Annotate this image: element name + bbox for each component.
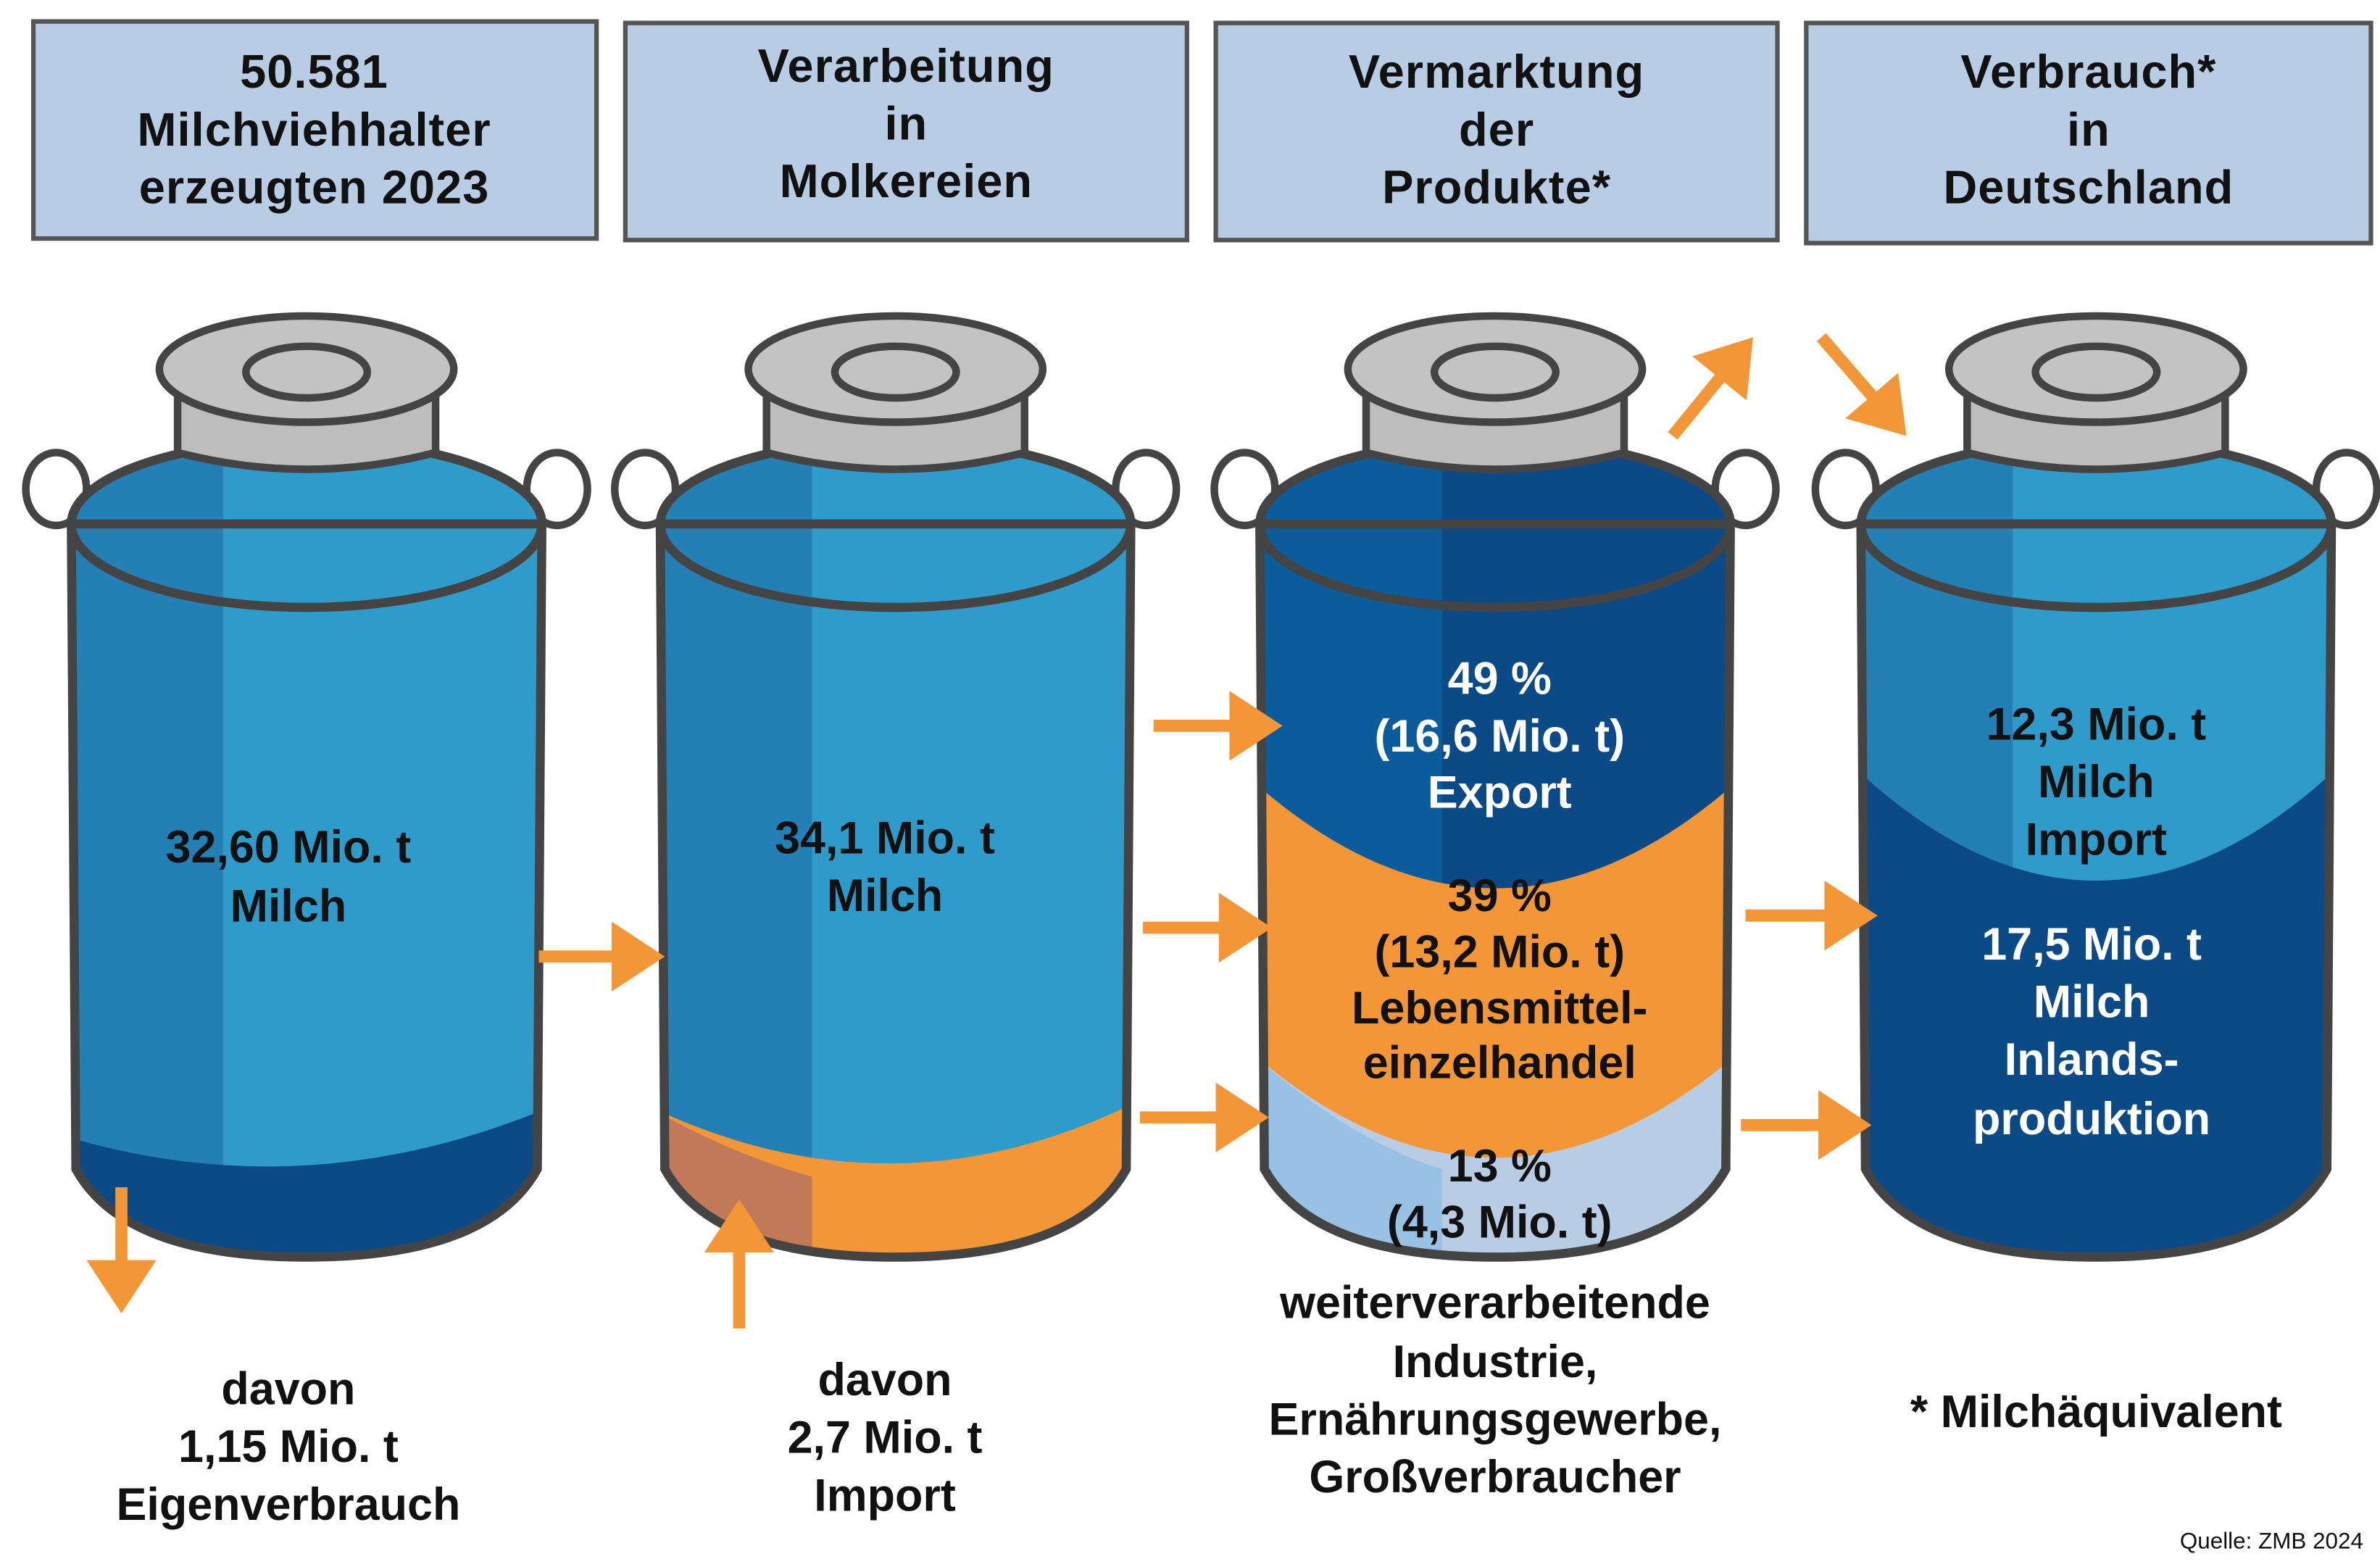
domestic-label: produktion: [1973, 1094, 2210, 1144]
arrow-to-industry-icon: [1139, 1082, 1269, 1152]
can-fill-segment: [1860, 752, 2331, 1258]
can2-amount: 34,1 Mio. t: [775, 812, 995, 863]
retail-label: Lebensmittel-: [1352, 983, 1647, 1034]
can-body: [1856, 519, 2337, 1262]
export-amount: (16,6 Mio. t): [1374, 711, 1625, 762]
arrow-to-dairies-icon: [538, 921, 665, 992]
retail-percent: 39 %: [1448, 870, 1552, 921]
can-body: [1255, 519, 1735, 1262]
can-lid-ring: [242, 342, 372, 402]
can1-amount: 32,60 Mio. t: [166, 822, 412, 873]
source-note: Quelle: ZMB 2024: [2180, 1529, 2363, 1554]
can-lid-ring: [1430, 342, 1560, 402]
header-line: Vermarktung: [1349, 45, 1644, 98]
arrow-import-in-icon: [1816, 333, 1907, 436]
arrow-to-export-icon: [1153, 691, 1283, 761]
retail-amount: (13,2 Mio. t): [1374, 926, 1625, 977]
import-note: Import: [814, 1470, 956, 1521]
header-line: der: [1459, 103, 1534, 156]
can-dairies: [610, 312, 1181, 1262]
import-label: Milch: [2038, 757, 2155, 807]
header-line: 50.581: [240, 45, 388, 98]
header-producers: 50.581 Milchviehhalter erzeugten 2023: [30, 19, 599, 241]
can2-label: Milch: [827, 870, 944, 921]
own-use-note: Eigenverbrauch: [116, 1479, 460, 1530]
can-lid-top: [155, 312, 458, 426]
header-line: Molkereien: [780, 154, 1033, 207]
can-body: [655, 519, 1136, 1262]
header-line: Produkte*: [1382, 160, 1611, 213]
arrow-to-domestic-icon: [1741, 1090, 1872, 1160]
industry-percent: 13 %: [1448, 1141, 1552, 1192]
import-amount: 12,3 Mio. t: [1986, 699, 2206, 749]
can-fill-segment: [660, 1093, 1131, 1258]
can-lid-top: [1344, 312, 1647, 426]
industry-note: Ernährungsgewerbe,: [1269, 1394, 1722, 1445]
industry-amount: (4,3 Mio. t): [1387, 1197, 1613, 1247]
industry-note: weiterverarbeitende: [1279, 1277, 1710, 1328]
own-use-note: 1,15 Mio. t: [178, 1421, 399, 1472]
industry-note: Großverbraucher: [1309, 1452, 1681, 1502]
can-fill-segment: [1260, 1039, 1731, 1258]
arrow-to-retail-icon: [1143, 892, 1273, 963]
export-label: Export: [1428, 768, 1572, 818]
can-lid-ring: [2031, 342, 2161, 402]
retail-label: einzelhandel: [1363, 1037, 1636, 1088]
can-fill-segment: [71, 440, 223, 1258]
can-consumption: [1811, 312, 2380, 1262]
domestic-amount: 17,5 Mio. t: [1981, 919, 2202, 970]
own-use-note: davon: [221, 1364, 355, 1415]
export-percent: 49 %: [1448, 653, 1552, 704]
footnote: * Milchäquivalent: [1910, 1387, 2282, 1437]
header-line: erzeugten 2023: [139, 160, 490, 213]
can-marketing: [1210, 312, 1780, 1262]
import-label: Import: [2026, 814, 2168, 865]
header-line: Deutschland: [1943, 160, 2234, 213]
arrow-to-import-icon: [1745, 881, 1878, 951]
import-note: 2,7 Mio. t: [788, 1413, 983, 1463]
header-processing: Verarbeitung in Molkereien: [623, 20, 1189, 243]
domestic-label: Milch: [2034, 977, 2150, 1028]
can-fill-segment: [1260, 1039, 1442, 1258]
header-line: Milchviehhalter: [137, 103, 491, 156]
can-lid-ring: [831, 342, 960, 402]
can-lid-top: [1944, 312, 2247, 426]
can1-label: Milch: [230, 881, 347, 932]
arrow-export-out-icon: [1668, 337, 1754, 440]
arrow-import-dairies-icon: [704, 1199, 775, 1329]
industry-note: Industrie,: [1393, 1337, 1598, 1387]
can-producers: [22, 312, 591, 1262]
can-lid-top: [744, 312, 1047, 426]
header-line: Verarbeitung: [758, 39, 1054, 92]
can-fill-segment: [660, 440, 812, 1258]
header-marketing: Vermarktung der Produkte*: [1213, 20, 1780, 243]
header-line: in: [2067, 103, 2110, 156]
arrow-own-use-icon: [86, 1187, 157, 1313]
header-line: in: [884, 96, 928, 149]
header-line: Verbrauch*: [1960, 45, 2216, 98]
domestic-label: Inlands-: [2005, 1034, 2179, 1085]
import-note: davon: [818, 1355, 952, 1405]
can-fill-segment: [71, 1100, 542, 1258]
header-consumption: Verbrauch* in Deutschland: [1804, 20, 2373, 246]
